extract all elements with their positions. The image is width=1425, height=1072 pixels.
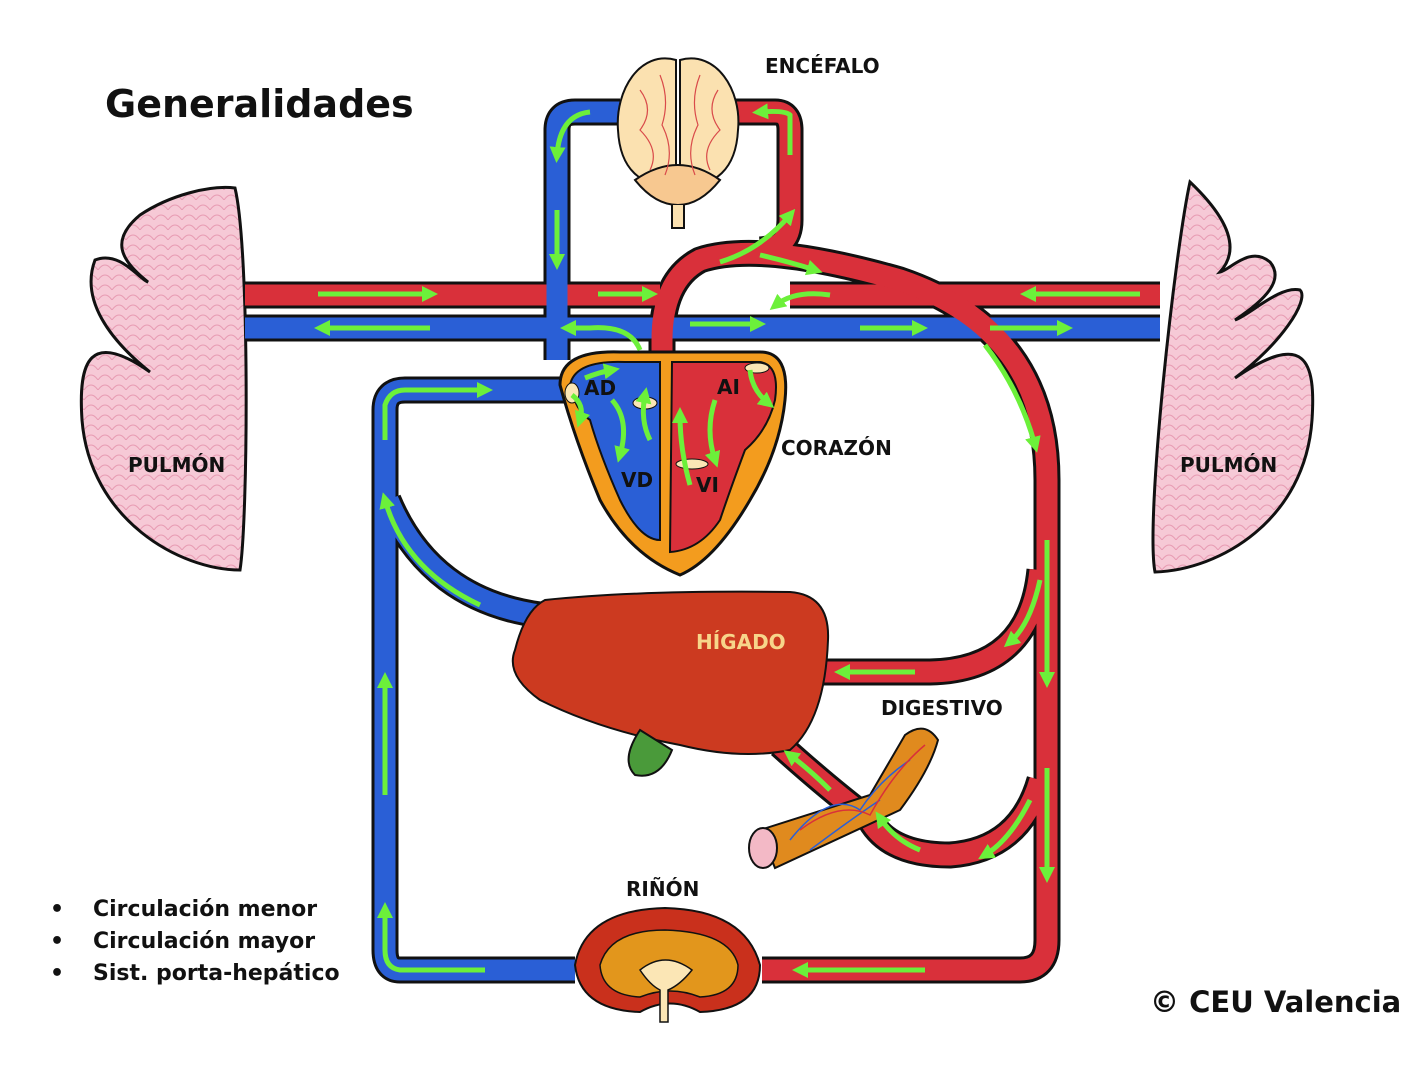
label-lung-left: PULMÓN: [128, 453, 226, 477]
flow-arrow: [376, 901, 485, 973]
brain-illustration: [616, 57, 740, 229]
legend-text: Circulación mayor: [93, 929, 316, 954]
gallbladder: [627, 728, 674, 777]
flow-arrow: [672, 406, 693, 486]
flow-arrow: [1003, 579, 1043, 648]
flow-arrow: [983, 343, 1041, 453]
bullet: •: [50, 897, 65, 922]
label-right-ventricle: VD: [621, 468, 654, 492]
flow-arrow: [769, 291, 831, 310]
flow-arrow: [570, 393, 591, 428]
label-brain: ENCÉFALO: [765, 54, 880, 78]
legend-item: • Circulación mayor: [50, 929, 340, 961]
legend-item: • Circulación menor: [50, 897, 340, 929]
label-left-ventricle: VI: [696, 473, 719, 497]
label-kidney: RIÑÓN: [626, 877, 700, 901]
label-right-atrium: AD: [584, 376, 617, 400]
kidney-illustration: [573, 906, 762, 1023]
flow-arrow: [382, 381, 494, 440]
right-lung: [1151, 179, 1315, 574]
flow-arrow: [752, 103, 793, 155]
flow-arrow: [635, 387, 653, 442]
label-digestive: DIGESTIVO: [881, 696, 1003, 720]
flow-arrow: [719, 208, 796, 265]
label-liver: HÍGADO: [696, 630, 786, 654]
flow-arrow: [704, 399, 721, 468]
flow-arrow: [549, 109, 591, 163]
flow-arrow: [584, 363, 620, 381]
flow-arrow: [978, 798, 1033, 860]
legend-item: • Sist. porta-hepático: [50, 961, 340, 993]
hepatic-vein: [378, 495, 542, 626]
flow-arrow: [759, 252, 823, 276]
carotid-artery: [735, 101, 801, 261]
hepatic-artery: [820, 568, 1051, 683]
flow-arrow: [379, 492, 482, 608]
copyright: © CEU Valencia: [1150, 985, 1402, 1019]
aorta: [651, 242, 1058, 981]
flow-arrow: [747, 369, 775, 409]
left-lung: [79, 186, 248, 572]
intestine-illustration: [748, 727, 940, 870]
flow-arrow: [610, 398, 630, 463]
label-heart: CORAZÓN: [781, 436, 892, 460]
liver: [511, 590, 830, 755]
flow-arrow: [783, 750, 832, 792]
page-title: Generalidades: [105, 82, 414, 126]
bullet: •: [50, 961, 65, 986]
bullet: •: [50, 929, 65, 954]
label-lung-right: PULMÓN: [1180, 453, 1278, 477]
superior-vena-cava: [546, 101, 620, 360]
legend-text: Sist. porta-hepático: [93, 961, 340, 986]
label-left-atrium: AI: [717, 375, 740, 399]
flow-arrow: [559, 319, 643, 352]
legend-text: Circulación menor: [93, 897, 318, 922]
legend-list: • Circulación menor • Circulación mayor • S…: [50, 897, 340, 993]
flow-arrow: [875, 811, 921, 853]
